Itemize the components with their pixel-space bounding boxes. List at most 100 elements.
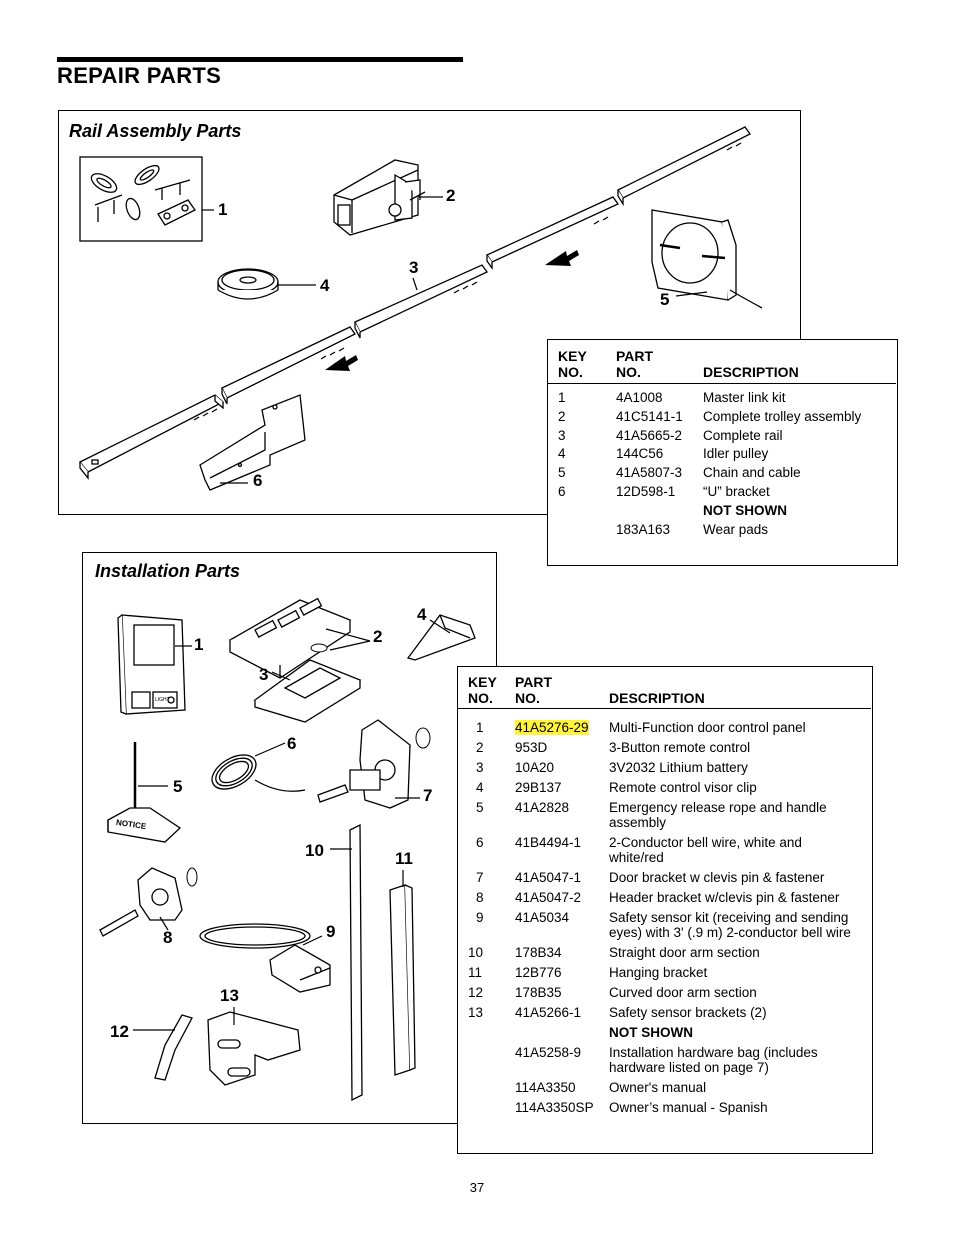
install-callout-8: 8 (163, 928, 173, 947)
master-link-kit-illustration (79, 156, 203, 242)
part-number: 183A163 (616, 521, 671, 537)
part-number: 41B4494-1 (515, 835, 582, 850)
key-number: 3 (558, 427, 566, 443)
installation-table-rule (458, 708, 871, 709)
rail-callout-2: 2 (446, 186, 456, 205)
install-callout-2: 2 (373, 627, 383, 646)
part-description: Complete trolley assembly (703, 408, 862, 424)
key-header: KEY (468, 674, 497, 690)
u-bracket-illustration (199, 394, 306, 491)
table-row: 13 41A5266-1 Safety sensor brackets (2) (468, 1000, 866, 1020)
visor-clip-illustration (406, 614, 476, 661)
rail-sections-illustration (78, 126, 751, 480)
install-callout-13: 13 (220, 986, 239, 1005)
idler-pulley-illustration (217, 268, 279, 300)
not-shown-row: NOT SHOWN (558, 499, 888, 518)
key-number: 6 (476, 835, 484, 850)
part-description: Straight door arm section (609, 945, 760, 960)
part-number: 178B34 (515, 945, 562, 960)
page-title: REPAIR PARTS (57, 63, 222, 88)
table-row: 41A5258-9 Installation hardware bag (incl… (468, 1040, 866, 1075)
part-number: 114A3350SP (515, 1100, 594, 1115)
key-number: 11 (468, 965, 483, 980)
bell-wire-illustration (211, 754, 306, 792)
install-callout-6: 6 (287, 734, 297, 753)
rail-callout-3: 3 (409, 258, 419, 277)
part-number: 41A5266-1 (515, 1005, 582, 1020)
part-description: 3-Button remote control (609, 740, 751, 755)
install-callout-3: 3 (259, 665, 269, 684)
key-header: KEY (558, 348, 587, 364)
trolley-illustration (333, 159, 426, 236)
curved-door-arm-illustration (154, 1014, 193, 1081)
part-description: Curved door arm section (609, 985, 757, 1000)
rail-table-rule (548, 383, 896, 384)
part-number: 41A5276-29 (515, 720, 589, 735)
release-rope-illustration (107, 742, 182, 843)
part-number: 4A1008 (616, 390, 663, 405)
light-label: LIGHT (155, 697, 170, 703)
key-number: 6 (558, 483, 566, 499)
key-number: 4 (476, 780, 484, 795)
title-rule (57, 57, 463, 62)
install-callout-1: 1 (194, 635, 204, 654)
key-number: 10 (468, 945, 484, 960)
remote-back-illustration (253, 659, 362, 723)
not-shown-label: NOT SHOWN (609, 1025, 693, 1040)
straight-door-arm-illustration (349, 823, 363, 1102)
part-number: 41C5141-1 (616, 408, 683, 424)
key-number: 1 (476, 720, 484, 735)
part-description: Master link kit (703, 390, 786, 405)
key-number: 2 (476, 740, 484, 755)
key-number: 9 (476, 910, 484, 925)
description-header: DESCRIPTION (703, 364, 799, 380)
key-number: 3 (476, 760, 484, 775)
part-number: 144C56 (616, 446, 664, 462)
description-header: DESCRIPTION (609, 690, 705, 706)
direction-arrows (325, 250, 579, 371)
part-number: 41A5258-9 (515, 1045, 582, 1060)
key-number: 12 (468, 985, 484, 1000)
key-number: 13 (468, 1005, 484, 1020)
table-row: 6 41B4494-1 2-Conductor bell wire, white a… (468, 830, 866, 865)
part-number: 953D (515, 740, 548, 755)
battery-illustration (310, 643, 328, 653)
header-bracket-illustration (99, 867, 183, 937)
key-number: 1 (558, 390, 566, 405)
door-bracket-illustration (317, 719, 411, 809)
table-row: 1 4A1008 Master link kit (558, 380, 888, 405)
part-description: Owner's manual (609, 1080, 707, 1095)
part-number: 10A20 (515, 760, 555, 775)
part-description: 2-Conductor bell wire, white and white/r… (609, 835, 802, 865)
part-description: Hanging bracket (609, 965, 708, 980)
part-number: 29B137 (515, 780, 562, 795)
key-number: 7 (476, 870, 484, 885)
install-callout-7: 7 (423, 786, 433, 805)
install-callout-9: 9 (326, 922, 336, 941)
part-description: Installation hardware bag (includes hard… (609, 1045, 818, 1075)
table-row: 12 178B35 Curved door arm section (468, 980, 866, 1000)
not-shown-row: NOT SHOWN (468, 1020, 866, 1040)
part-header: PART (616, 348, 654, 364)
part-description: Safety sensor brackets (2) (609, 1005, 767, 1020)
installation-title: Installation Parts (95, 561, 241, 581)
key-number: 2 (558, 408, 566, 424)
part-number: 178B35 (515, 985, 562, 1000)
part-description: Safety sensor kit (receiving and sending… (609, 910, 851, 940)
remote-control-illustration (228, 597, 352, 679)
part-header: PART (515, 674, 553, 690)
part-description: Door bracket w clevis pin & fastener (609, 870, 825, 885)
table-row: 2 953D 3-Button remote control (468, 735, 866, 755)
install-callout-12: 12 (110, 1022, 129, 1041)
